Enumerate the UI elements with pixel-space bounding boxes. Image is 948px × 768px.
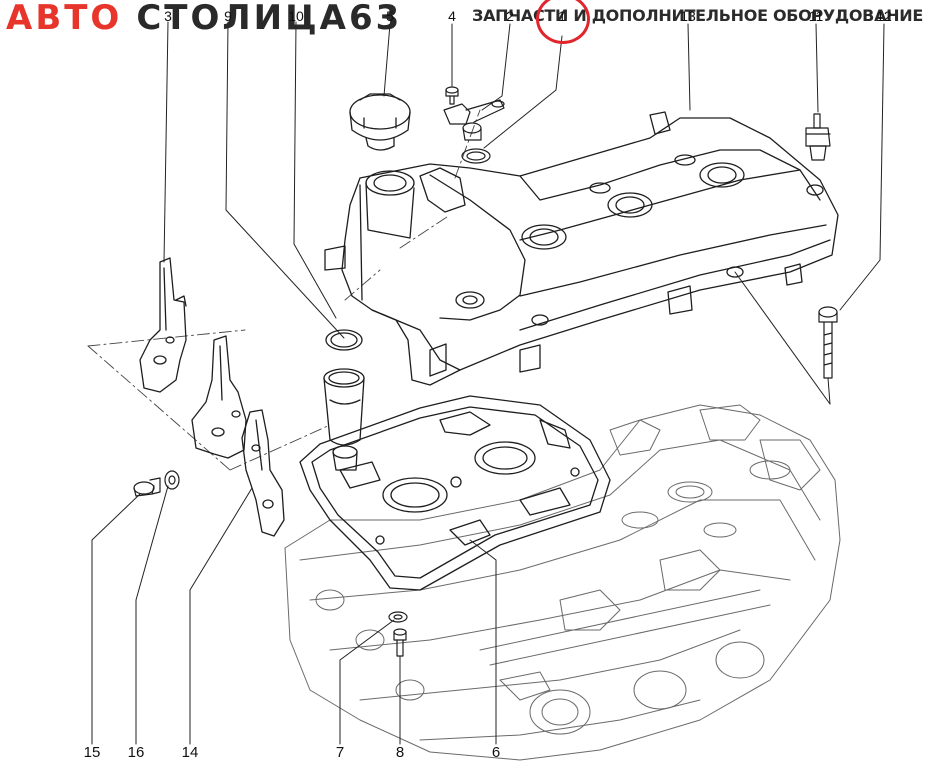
washer-16 [164,470,180,490]
washer-7 [388,611,408,623]
callout-8: 8 [395,744,405,761]
bracket-upper [139,257,187,393]
callout-7: 7 [335,744,345,761]
small-o-ring [461,148,491,164]
callout-4: 4 [448,8,456,24]
bracket-middle [191,335,247,459]
callout-10: 10 [288,8,304,24]
callout-14: 14 [181,744,199,761]
callout-6: 6 [491,744,501,761]
callout-13: 13 [680,8,696,24]
callout-15: 15 [83,744,101,761]
callout-3: 3 [164,8,172,24]
bolt-15 [133,477,161,497]
filler-tube [323,329,365,471]
callout-5: 5 [386,8,394,24]
bracket-lower [241,409,285,537]
cylinder-head [284,404,841,761]
callout-11: 11 [808,8,824,24]
small-screw [445,86,459,105]
callout-16: 16 [127,744,145,761]
stud-bolt [805,113,831,161]
logo-word-avto: АВТО [6,0,123,38]
oil-filler-cap [349,93,411,151]
callout-2: 2 [506,8,514,24]
callout-12: 12 [876,8,892,24]
logo-word-stolitsa: СТОЛИЦА [136,0,349,38]
callout-1: 1 [558,8,566,24]
callout-9: 9 [224,8,232,24]
pcv-fitting [443,99,505,141]
long-bolt [818,306,838,379]
valve-cover [324,111,839,386]
site-logo: АВТО СТОЛИЦА63 [6,0,402,36]
highlight-circle [536,0,590,44]
valve-cover-gasket [299,395,611,591]
logo-word-63: 63 [348,0,403,38]
